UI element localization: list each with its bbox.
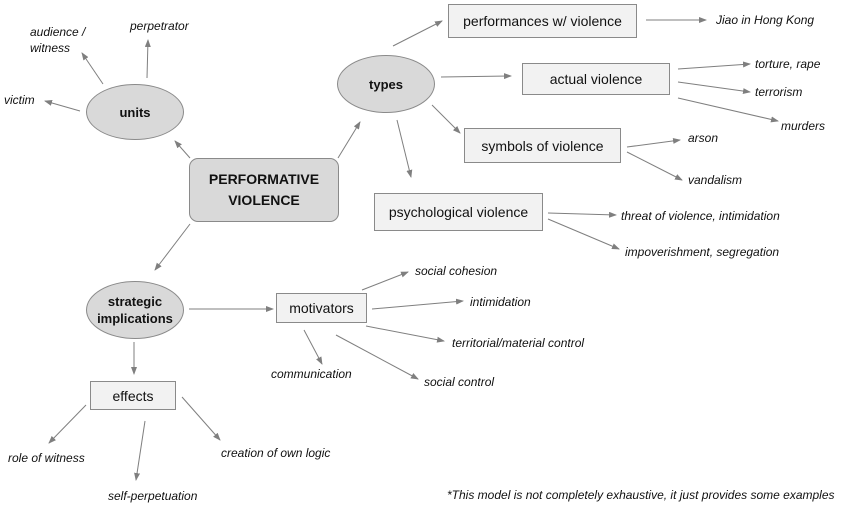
strategic-line1: strategic xyxy=(107,294,163,309)
performances-label: performances w/ violence xyxy=(463,13,622,29)
central-node-line2: VIOLENCE xyxy=(228,192,300,208)
threat-label: threat of violence, intimidation xyxy=(621,209,780,223)
audience-line1: audience / xyxy=(30,25,86,39)
victim-label: victim xyxy=(4,93,35,107)
motivators-box: motivators xyxy=(276,293,367,323)
psychological-box: psychological violence xyxy=(374,193,543,231)
effects-box: effects xyxy=(90,381,176,410)
impoverishment-label: impoverishment, segregation xyxy=(625,245,780,259)
role-of-witness-label: role of witness xyxy=(8,451,85,465)
motivators-label: motivators xyxy=(289,300,354,316)
units-label: units xyxy=(119,104,151,120)
symbols-label: symbols of violence xyxy=(481,137,604,154)
central-node: PERFORMATIVE VIOLENCE xyxy=(189,158,339,222)
strategic-line2: implications xyxy=(97,311,173,326)
footnote: *This model is not completely exhaustive… xyxy=(447,488,835,502)
torture-rape-label: torture, rape xyxy=(755,57,821,71)
jiao-label: Jiao in Hong Kong xyxy=(716,13,815,27)
perpetrator-label: perpetrator xyxy=(130,19,189,33)
social-control-label: social control xyxy=(424,375,495,389)
central-node-line1: PERFORMATIVE xyxy=(208,171,320,187)
intimidation-label: intimidation xyxy=(470,295,531,309)
actual-violence-label: actual violence xyxy=(549,71,643,87)
arson-label: arson xyxy=(688,131,719,145)
actual-violence-box: actual violence xyxy=(522,63,670,95)
territorial-control-label: territorial/material control xyxy=(452,336,585,350)
terrorism-label: terrorism xyxy=(755,85,803,99)
murders-label: murders xyxy=(781,119,826,133)
self-perpetuation-label: self-perpetuation xyxy=(108,489,198,503)
symbols-box: symbols of violence xyxy=(464,128,621,163)
types-label: types xyxy=(369,76,403,92)
units-node: units xyxy=(86,84,184,140)
audience-witness-label: audience / witness xyxy=(30,24,85,56)
communication-label: communication xyxy=(271,367,352,381)
creation-of-own-logic-label: creation of own logic xyxy=(221,446,331,460)
social-cohesion-label: social cohesion xyxy=(415,264,498,278)
psychological-label: psychological violence xyxy=(388,204,529,220)
vandalism-label: vandalism xyxy=(688,173,743,187)
audience-line2: witness xyxy=(30,41,71,55)
performances-box: performances w/ violence xyxy=(448,4,637,38)
types-node: types xyxy=(337,55,435,113)
strategic-implications-node: strategic implications xyxy=(86,281,184,339)
effects-label: effects xyxy=(112,387,154,404)
